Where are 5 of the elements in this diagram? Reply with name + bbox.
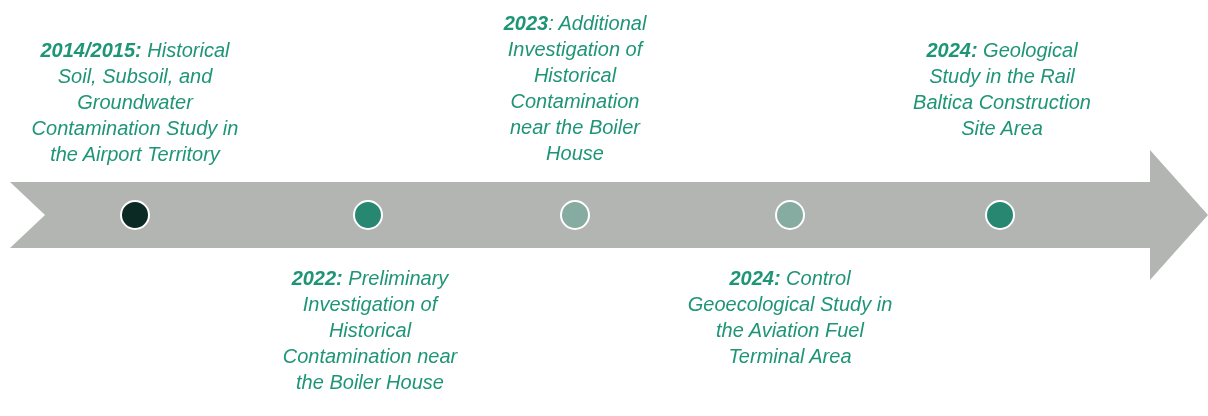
- milestone-caption: 2022: Preliminary Investigation of Historical Contamination near the Boiler House: [281, 266, 459, 395]
- milestone-caption: 2023: Additional Investigation of Historical Contamination near the Boiler House: [502, 11, 648, 166]
- milestone-caption: 2024: Control Geoecological Study in the Aviation Fuel Terminal Area: [686, 266, 894, 369]
- milestone-caption: 2024: Geological Study in the Rail Baltica Construction Site Area: [912, 38, 1092, 141]
- milestone-caption: 2014/2015: Historical Soil, Subsoil, and Groundwater Contamination Study in the Airport Territory: [30, 38, 240, 167]
